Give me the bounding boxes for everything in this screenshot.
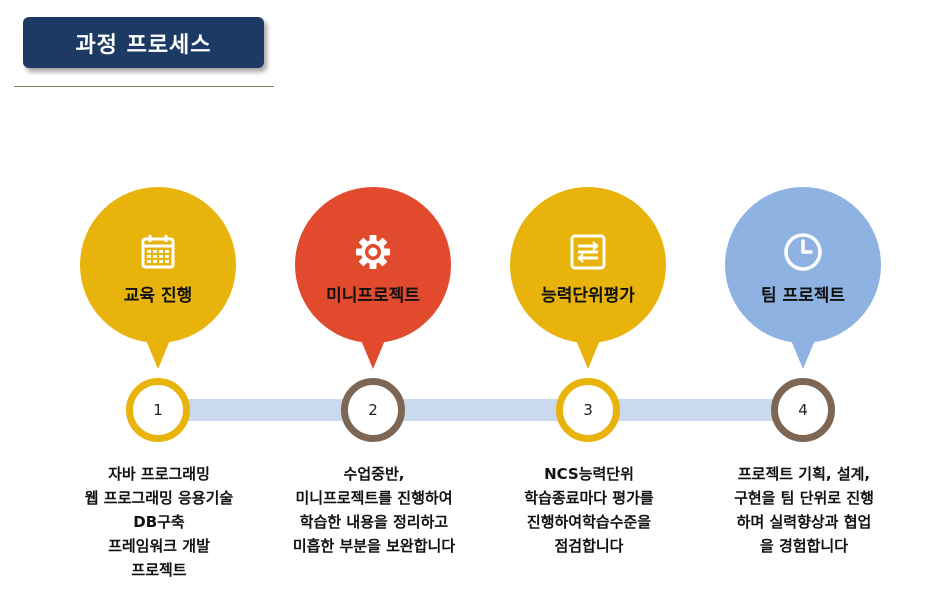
description-line: 수업중반, bbox=[343, 465, 405, 483]
step-3-number: 3 bbox=[583, 401, 593, 419]
description-line: 점검합니다 bbox=[554, 537, 624, 555]
step-2-bubble: 미니프로젝트 bbox=[295, 187, 451, 343]
gear-icon bbox=[356, 235, 390, 269]
description-line: 미니프로젝트를 진행하여 bbox=[295, 489, 453, 507]
description-line: 미흡한 부분을 보완합니다 bbox=[292, 537, 456, 555]
description-line: 프레임워크 개발 bbox=[108, 537, 210, 555]
clock-icon bbox=[784, 233, 822, 271]
checklist-icon bbox=[570, 234, 606, 270]
step-3-description: NCS능력단위 학습종료마다 평가를 진행하여학습수준을 점검합니다 bbox=[489, 462, 689, 558]
step-2-description: 수업중반, 미니프로젝트를 진행하여 학습한 내용을 정리하고 미흡한 부분을 … bbox=[274, 462, 474, 558]
step-4-label: 팀 프로젝트 bbox=[760, 286, 846, 306]
step-4-description: 프로젝트 기획, 설계, 구현을 팀 단위로 진행 하며 실력향상과 협업 을 … bbox=[704, 462, 904, 558]
step-3-label: 능력단위평가 bbox=[541, 286, 635, 306]
title-divider bbox=[14, 86, 274, 87]
description-line: 학습한 내용을 정리하고 bbox=[299, 513, 449, 531]
step-1-bubble: 교육 진행 bbox=[80, 187, 236, 343]
page-title: 과정 프로세스 bbox=[75, 32, 212, 58]
step-4-bubble: 팀 프로젝트 bbox=[725, 187, 881, 343]
description-line: 학습종료마다 평가를 bbox=[524, 489, 654, 507]
step-1-number: 1 bbox=[153, 401, 163, 419]
description-line: 웹 프로그래밍 응용기술 bbox=[84, 489, 234, 507]
step-4-node: 4 bbox=[771, 378, 835, 442]
step-2-node: 2 bbox=[341, 378, 405, 442]
description-line: NCS능력단위 bbox=[544, 465, 634, 483]
step-3-node: 3 bbox=[556, 378, 620, 442]
description-line: 자바 프로그래밍 bbox=[108, 465, 210, 483]
step-1-node: 1 bbox=[126, 378, 190, 442]
step-1-label: 교육 진행 bbox=[123, 286, 193, 306]
description-line: 하며 실력향상과 협업 bbox=[736, 513, 872, 531]
process-connector-bar bbox=[158, 399, 806, 421]
title-banner: 과정 프로세스 bbox=[23, 17, 264, 68]
description-line: 프로젝트 bbox=[131, 561, 187, 579]
step-3-bubble: 능력단위평가 bbox=[510, 187, 666, 343]
step-2-label: 미니프로젝트 bbox=[326, 286, 420, 306]
description-line: 구현을 팀 단위로 진행 bbox=[734, 489, 874, 507]
description-line: DB구축 bbox=[133, 513, 185, 531]
step-4-number: 4 bbox=[798, 401, 808, 419]
description-line: 진행하여학습수준을 bbox=[526, 513, 652, 531]
step-2-number: 2 bbox=[368, 401, 378, 419]
calendar-icon bbox=[141, 235, 175, 269]
step-1-description: 자바 프로그래밍 웹 프로그래밍 응용기술 DB구축 프레임워크 개발 프로젝트 bbox=[59, 462, 259, 582]
description-line: 을 경험합니다 bbox=[759, 537, 849, 555]
description-line: 프로젝트 기획, 설계, bbox=[737, 465, 871, 483]
